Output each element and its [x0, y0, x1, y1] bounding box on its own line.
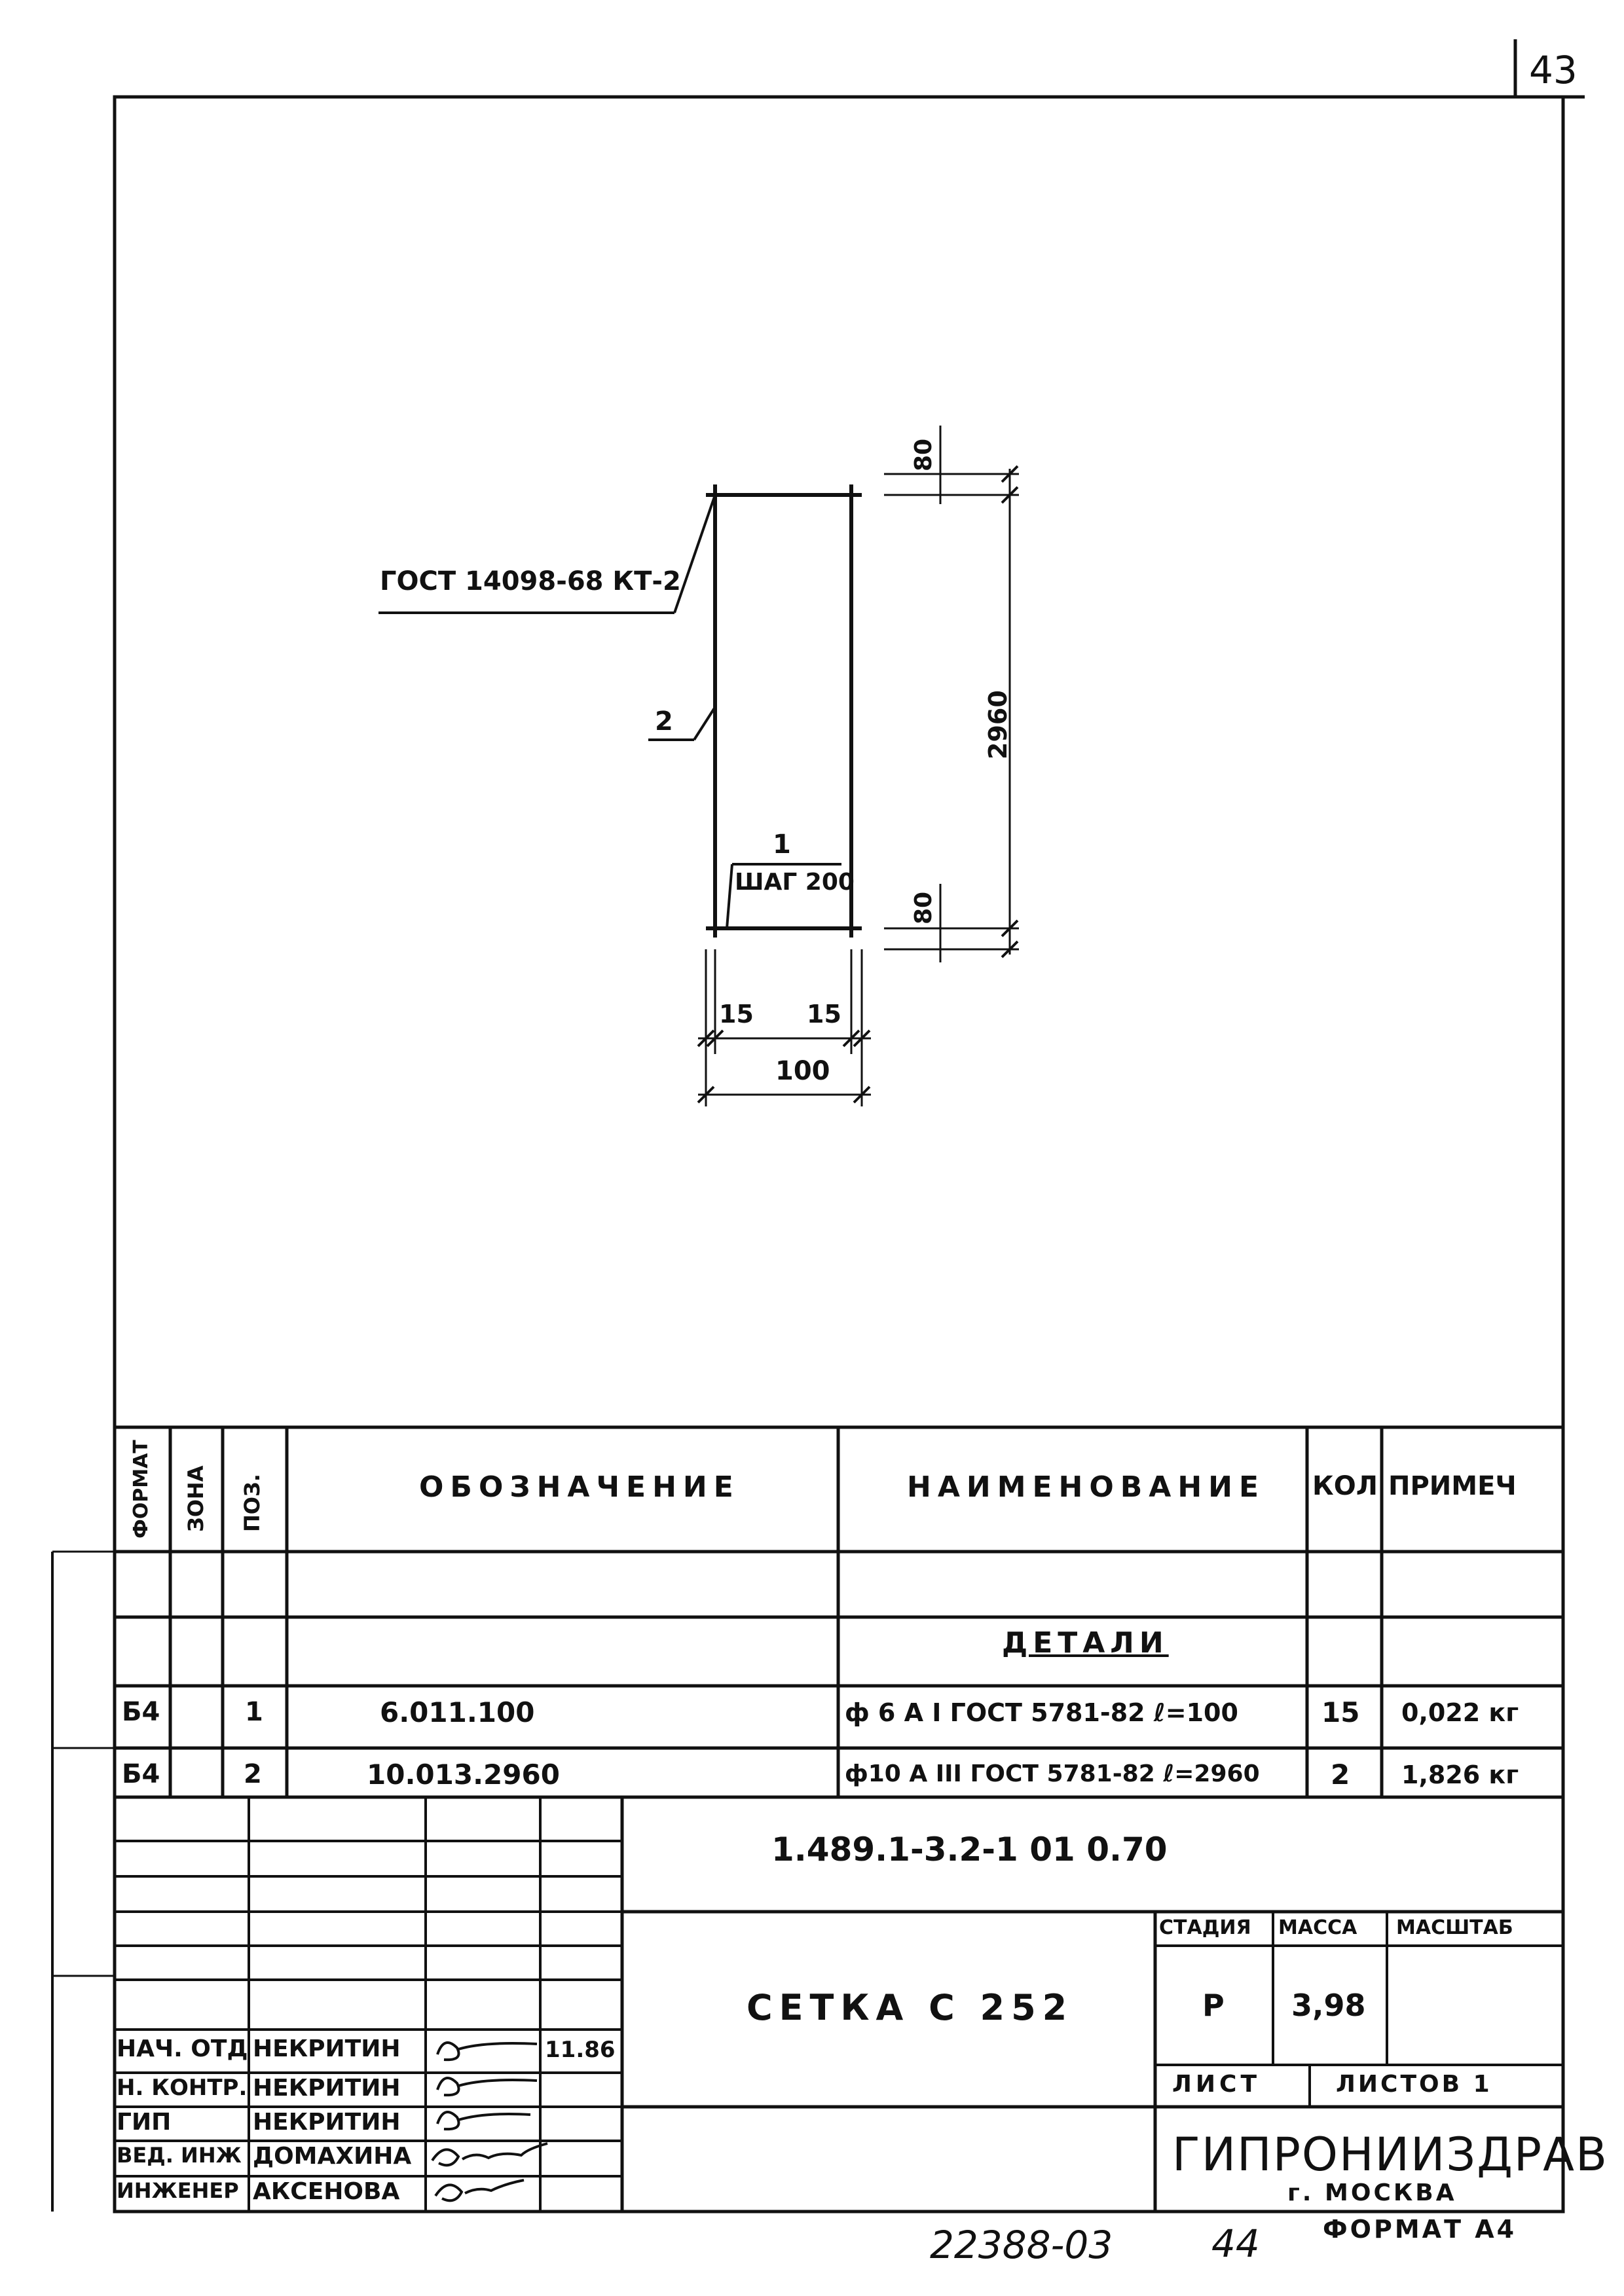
- row-pos: 1: [245, 1697, 263, 1727]
- header-note: ПРИМЕЧ: [1388, 1471, 1517, 1501]
- header-pos: ПОЗ.: [240, 1474, 265, 1532]
- header-qty: КОЛ: [1312, 1471, 1378, 1501]
- pos-long-bar-label: 2: [655, 706, 673, 737]
- signature-name: НЕКРИТИН: [253, 2109, 401, 2136]
- signature-date: 11.86: [545, 2037, 616, 2063]
- row-pos: 2: [244, 1759, 262, 1789]
- pos-short-bar-label: 1: [773, 829, 791, 860]
- document-code: 1.489.1-3.2-1 01 0.70: [771, 1831, 1168, 1868]
- signature-role: Н. КОНТР.: [117, 2075, 248, 2101]
- archive-number: 22388-03: [930, 2223, 1113, 2267]
- header-format: ФОРМАТ: [130, 1440, 153, 1539]
- signature-name: ДОМАХИНА: [253, 2143, 412, 2170]
- signature-role: НАЧ. ОТД: [117, 2035, 248, 2062]
- scale-label: МАСШТАБ: [1396, 1916, 1513, 1939]
- signature-name: НЕКРИТИН: [253, 2035, 401, 2062]
- row-name: ф 6 А I ГОСТ 5781-82 ℓ=100: [845, 1698, 1238, 1727]
- dim-height: 2960: [984, 690, 1012, 759]
- row-designation: 6.011.100: [380, 1696, 535, 1728]
- section-title-details: ДЕТАЛИ: [1002, 1626, 1169, 1660]
- sheet-label: ЛИСТ: [1172, 2071, 1261, 2098]
- organization: ГИПРОНИИЗДРАВ: [1172, 2128, 1609, 2181]
- step-label: ШАГ 200: [735, 869, 855, 896]
- row-format: Б4: [122, 1697, 160, 1727]
- format-label: ФОРМАТ А4: [1323, 2215, 1517, 2244]
- row-designation: 10.013.2960: [367, 1758, 560, 1791]
- signature-role: ВЕД. ИНЖ: [117, 2143, 242, 2168]
- city: г. МОСКВА: [1287, 2179, 1457, 2206]
- dim-left-edge: 15: [719, 1000, 754, 1029]
- row-qty: 15: [1321, 1696, 1360, 1728]
- header-designation: ОБОЗНАЧЕНИЕ: [419, 1470, 740, 1504]
- signature-role: ГИП: [117, 2109, 172, 2136]
- dim-right-edge: 15: [807, 1000, 841, 1029]
- row-note: 1,826 кг: [1401, 1760, 1519, 1789]
- sheets-label: ЛИСТОВ 1: [1336, 2071, 1492, 2098]
- mass-label: МАССА: [1278, 1916, 1357, 1939]
- row-name: ф10 А III ГОСТ 5781-82 ℓ=2960: [845, 1760, 1260, 1787]
- signature-role: ИНЖЕНЕР: [117, 2178, 239, 2203]
- sheet-number: 43: [1529, 48, 1578, 92]
- dim-bottom-offset: 80: [910, 891, 937, 924]
- stage-label: СТАДИЯ: [1159, 1916, 1251, 1939]
- sheet-frame: [113, 95, 1565, 2214]
- row-format: Б4: [122, 1759, 160, 1789]
- drawing-title: СЕТКА С 252: [747, 1987, 1074, 2028]
- mass-value: 3,98: [1291, 1988, 1366, 2023]
- signature-name: НЕКРИТИН: [253, 2075, 401, 2102]
- stage-value: Р: [1202, 1988, 1225, 2023]
- dim-width: 100: [775, 1056, 830, 1086]
- dim-top-offset: 80: [910, 438, 937, 471]
- row-note: 0,022 кг: [1401, 1698, 1519, 1727]
- row-qty: 2: [1331, 1758, 1350, 1791]
- header-zone: ЗОНА: [183, 1465, 208, 1532]
- page-number: 44: [1211, 2221, 1260, 2266]
- leader-gost-label: ГОСТ 14098-68 КТ-2: [380, 566, 681, 596]
- header-name: НАИМЕНОВАНИЕ: [907, 1470, 1266, 1504]
- signature-name: АКСЕНОВА: [253, 2178, 400, 2205]
